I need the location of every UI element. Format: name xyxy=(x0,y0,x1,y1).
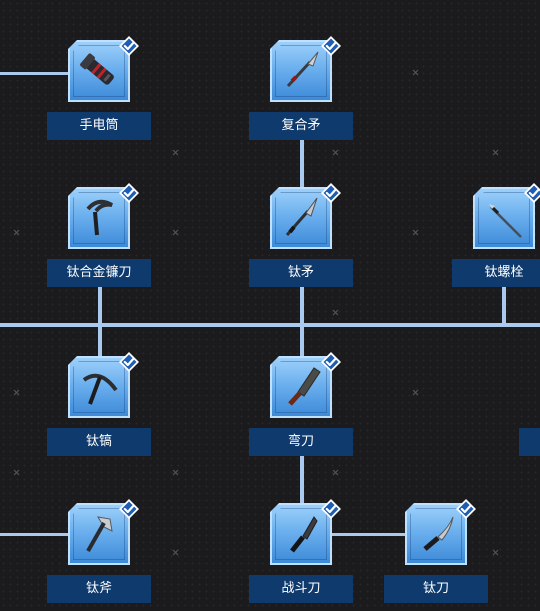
node-label: 手电筒 xyxy=(47,112,151,140)
item-tile xyxy=(270,187,332,249)
connector xyxy=(502,286,506,326)
unlocked-check-icon xyxy=(321,499,341,519)
unlocked-check-icon xyxy=(456,499,476,519)
connector xyxy=(0,533,70,536)
unlocked-check-icon xyxy=(119,499,139,519)
tech-node-titanium-spear[interactable]: 钛矛 xyxy=(249,183,353,287)
tech-node-machete[interactable]: 弯刀 xyxy=(249,352,353,456)
unlocked-check-icon xyxy=(321,352,341,372)
node-label: 钛斧 xyxy=(47,575,151,603)
axe-icon xyxy=(86,516,113,552)
connector xyxy=(98,286,102,356)
grid-marker xyxy=(172,549,179,556)
knife-icon xyxy=(423,516,454,551)
item-tile xyxy=(405,503,467,565)
grid-marker xyxy=(13,229,20,236)
grid-marker xyxy=(332,149,339,156)
unlocked-check-icon xyxy=(119,352,139,372)
item-tile xyxy=(473,187,535,249)
node-label: 钛镐 xyxy=(47,428,151,456)
grid-marker xyxy=(412,389,419,396)
machete-icon xyxy=(288,367,321,406)
unlocked-check-icon xyxy=(119,183,139,203)
connector xyxy=(300,455,304,503)
unlocked-check-icon xyxy=(524,183,540,203)
spear-icon xyxy=(286,51,319,88)
grid-marker xyxy=(412,69,419,76)
bolt-icon xyxy=(489,204,522,238)
grid-marker xyxy=(13,389,20,396)
tech-node-combat-knife[interactable]: 战斗刀 xyxy=(249,499,353,603)
combat-knife-icon xyxy=(290,516,318,553)
grid-marker xyxy=(492,149,499,156)
tech-node-titanium-bolt[interactable]: 钛螺栓 xyxy=(452,183,540,287)
connector xyxy=(332,533,406,536)
node-label: 钛刀 xyxy=(384,575,488,603)
node-label: 弯刀 xyxy=(249,428,353,456)
tech-node-titanium-pickaxe[interactable]: 钛镐 xyxy=(47,352,151,456)
grid-marker xyxy=(332,309,339,316)
tech-node-titanium-knife[interactable]: 钛刀 xyxy=(384,499,488,603)
grid-marker xyxy=(13,469,20,476)
grid-marker xyxy=(332,469,339,476)
unlocked-check-icon xyxy=(321,183,341,203)
tech-node-composite-spear[interactable]: 复合矛 xyxy=(249,36,353,140)
connector xyxy=(0,72,70,75)
offscreen-node-label[interactable] xyxy=(519,428,540,456)
grid-marker xyxy=(172,469,179,476)
node-label: 钛矛 xyxy=(249,259,353,287)
unlocked-check-icon xyxy=(119,36,139,56)
connector xyxy=(0,323,540,327)
connector xyxy=(300,286,304,356)
spear-icon xyxy=(285,197,318,236)
tech-node-titanium-axe[interactable]: 钛斧 xyxy=(47,499,151,603)
node-label: 复合矛 xyxy=(249,112,353,140)
grid-marker xyxy=(492,549,499,556)
connector xyxy=(300,139,304,191)
item-tile xyxy=(270,503,332,565)
node-label: 战斗刀 xyxy=(249,575,353,603)
grid-marker xyxy=(172,149,179,156)
flashlight-icon xyxy=(80,53,114,85)
tech-node-titanium-sickle[interactable]: 钛合金镰刀 xyxy=(47,183,151,287)
unlocked-check-icon xyxy=(321,36,341,56)
node-label: 钛合金镰刀 xyxy=(47,259,151,287)
pickaxe-icon xyxy=(82,373,118,405)
grid-marker xyxy=(412,229,419,236)
grid-marker xyxy=(172,229,179,236)
node-label: 钛螺栓 xyxy=(452,259,540,287)
tech-node-flashlight[interactable]: 手电筒 xyxy=(47,36,151,140)
item-tile xyxy=(68,187,130,249)
sickle-icon xyxy=(86,199,113,236)
item-tile xyxy=(68,356,130,418)
